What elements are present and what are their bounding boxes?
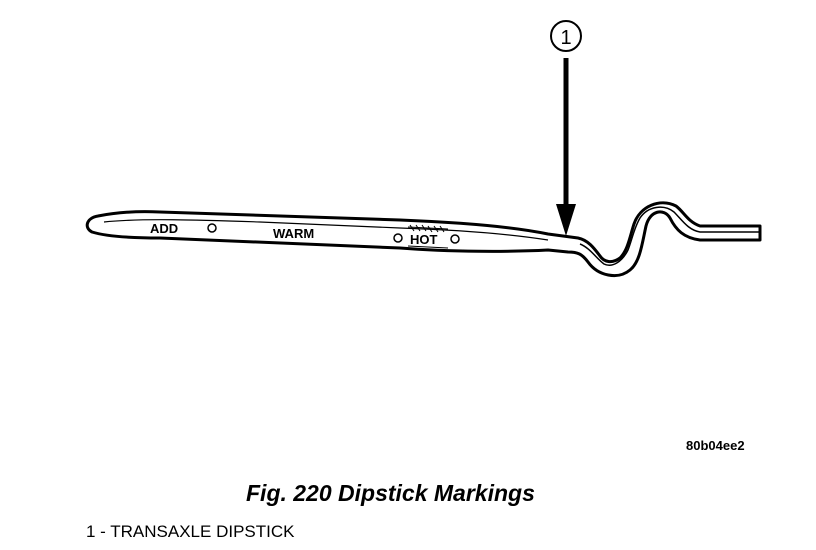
hot-hole xyxy=(450,234,460,244)
dipstick-blade xyxy=(85,201,762,278)
dipstick-bend-inner-line xyxy=(579,206,760,266)
warm-marking: WARM xyxy=(273,226,314,241)
legend-item-1: 1 - TRANSAXLE DIPSTICK xyxy=(86,522,295,541)
callout-circle xyxy=(550,20,582,52)
hot-crosshatch xyxy=(407,224,449,249)
callout-arrowhead xyxy=(556,204,576,236)
reference-code: 80b04ee2 xyxy=(686,438,745,453)
add-marking: ADD xyxy=(150,221,178,236)
callout-number: 1 xyxy=(560,27,571,49)
hot-marking: HOT xyxy=(410,232,438,247)
dipstick-blade-edge xyxy=(103,219,549,241)
figure-caption: Fig. 220 Dipstick Markings xyxy=(246,480,535,506)
warm-hole xyxy=(393,233,403,243)
add-hole xyxy=(207,223,217,233)
